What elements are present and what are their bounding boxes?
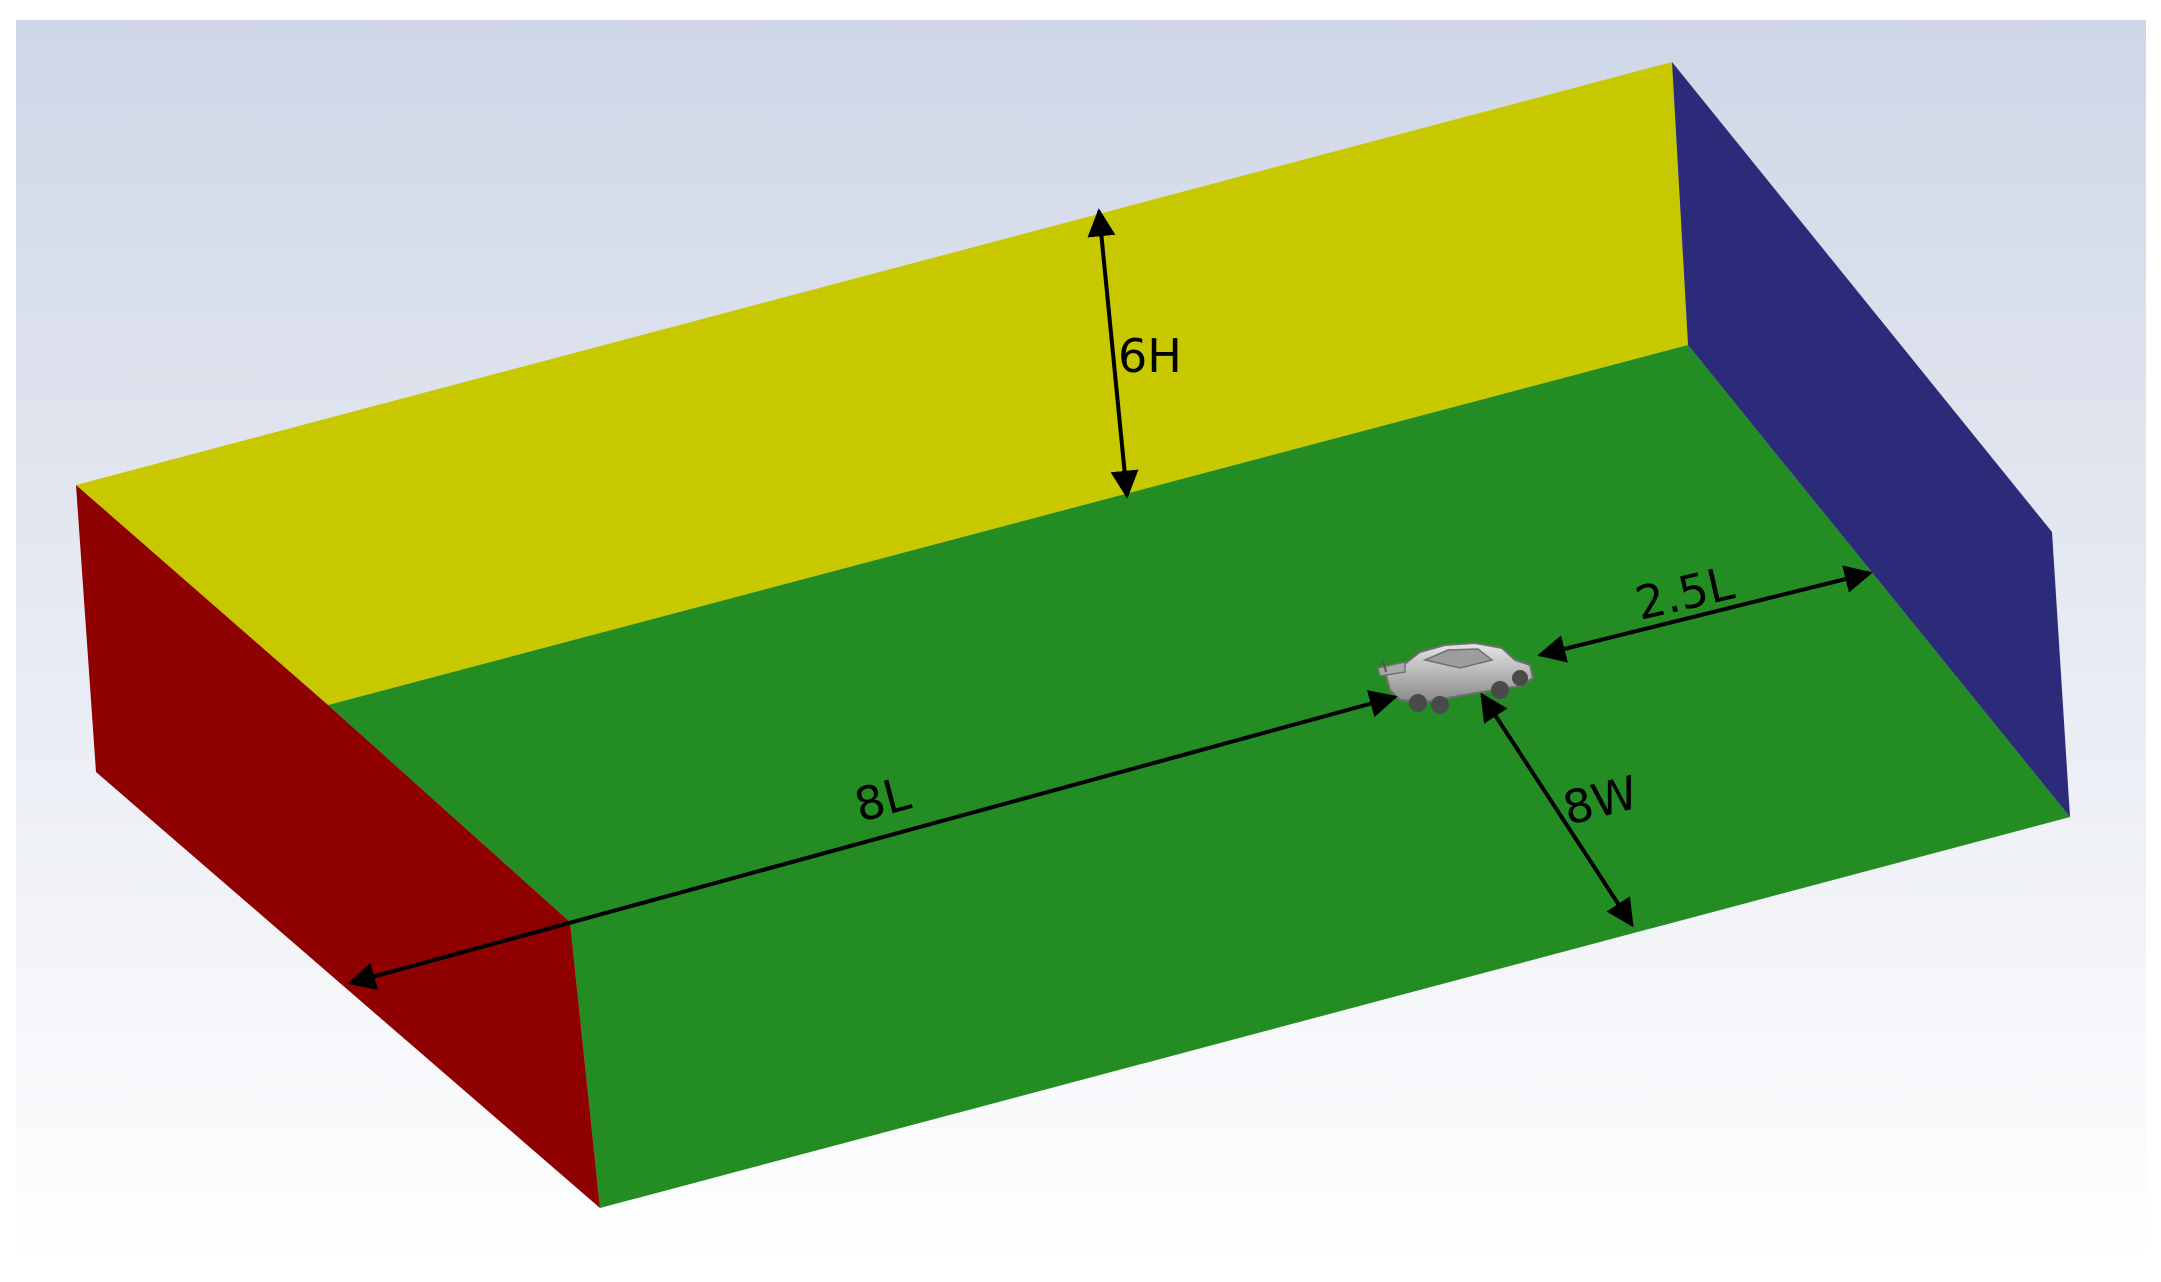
upstream-dimension-line	[347, 690, 1398, 990]
side-dimension-line	[1480, 692, 1634, 928]
race-car-icon	[1377, 641, 1535, 714]
downstream-dimension-line	[1537, 565, 1873, 663]
outlet-face	[1672, 62, 2070, 817]
back-wall-face	[76, 62, 1688, 705]
height-dimension-line	[1087, 208, 1139, 499]
inlet-face	[76, 485, 600, 1208]
height-dimension-label: 6H	[1118, 329, 1182, 383]
